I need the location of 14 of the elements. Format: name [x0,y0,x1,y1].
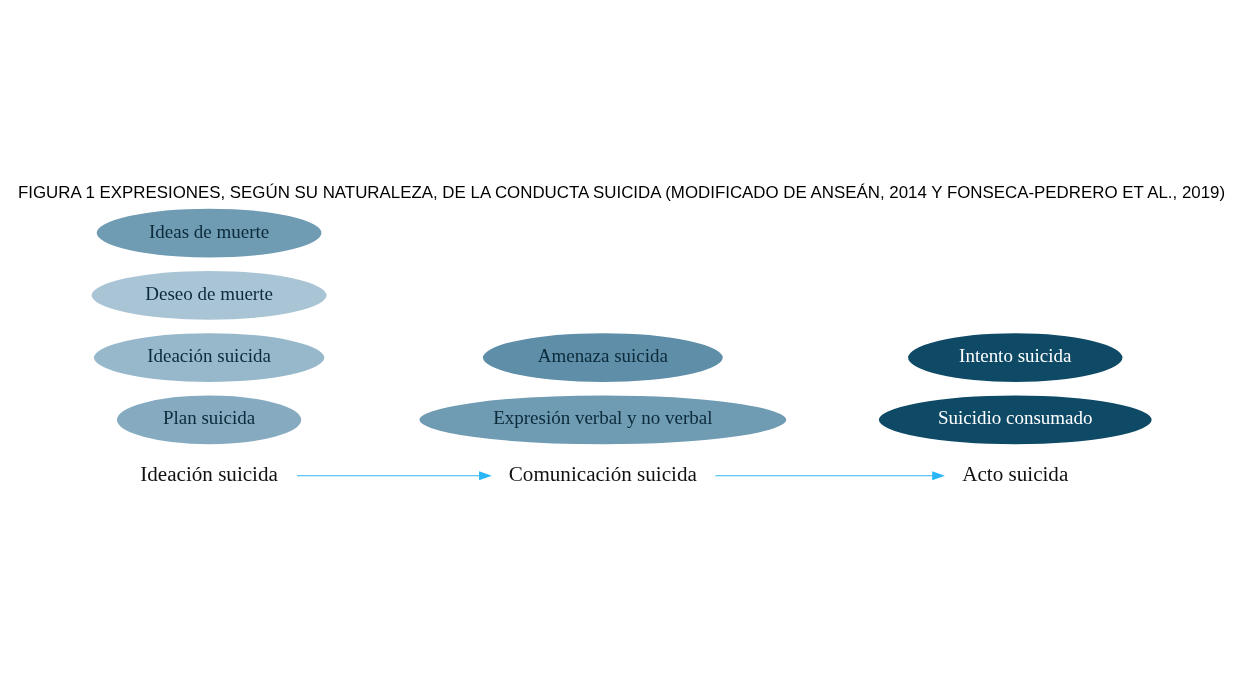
node-text: Comunicación suicida [508,461,697,486]
node-ellipse: Intento suicida [905,330,1125,384]
node-ellipse: Ideación suicida [91,330,327,384]
arrow [296,470,492,480]
node-text: Acto suicida [962,461,1069,486]
node-ellipse: Plan suicida [114,392,304,446]
diagram-title: FIGURA 1 EXPRESIONES, SEGÚN SU NATURALEZA, DE LA CONDUCTA SUICIDA (MODIFICADO DE ANSEÁN, 2014 Y FONSECA-PEDRERO ET AL., 2019) [17,182,1226,202]
node-ellipse: Ideas de muerte [94,206,324,259]
arrow [714,470,945,480]
node-ellipse: Amenaza suicida [480,330,725,384]
node-ellipse: Expresión verbal y no verbal [417,392,789,446]
node-ellipse: Suicidio consumado [876,392,1154,446]
node-text: Ideación suicida [140,461,278,486]
node-ellipse: Deseo de muerte [89,268,329,322]
